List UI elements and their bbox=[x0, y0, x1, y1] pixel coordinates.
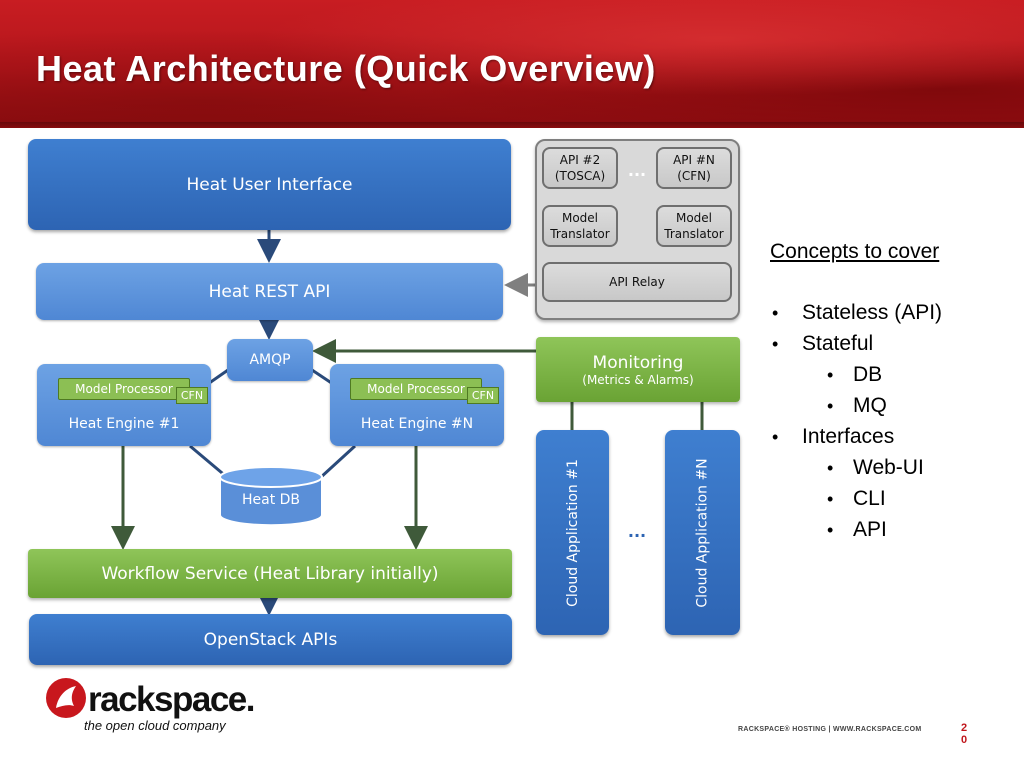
model-translator-1-box: Model Translator bbox=[542, 205, 618, 247]
concept-bullet: • bbox=[827, 396, 834, 416]
footer-text: RACKSPACE® HOSTING | WWW.RACKSPACE.COM bbox=[738, 726, 922, 733]
model-translator-2-line1: Model bbox=[675, 211, 713, 225]
api-n-box: API #N (CFN) bbox=[656, 147, 732, 189]
api-2-box: API #2 (TOSCA) bbox=[542, 147, 618, 189]
rackspace-tagline: the open cloud company bbox=[84, 718, 226, 733]
cloud-ellipsis: ... bbox=[627, 521, 647, 541]
concept-item: Stateless (API) bbox=[802, 301, 943, 324]
concept-item: DB bbox=[853, 363, 883, 386]
heat-user-interface-box: Heat User Interface bbox=[28, 139, 511, 230]
cloud-application-n-label: Cloud Application #N bbox=[694, 457, 711, 608]
concept-bullet: • bbox=[772, 334, 779, 354]
api-relay-box: API Relay bbox=[542, 262, 732, 302]
api-n-line1: API #N bbox=[673, 153, 715, 167]
cloud-application-1-box: Cloud Application #1 bbox=[536, 430, 609, 635]
workflow-service-box: Workflow Service (Heat Library initially… bbox=[28, 549, 512, 598]
model-processor-n-tag: Model Processor bbox=[350, 378, 482, 400]
heat-rest-api-box: Heat REST API bbox=[36, 263, 503, 320]
heat-engine-n-box: Heat Engine #N bbox=[330, 364, 504, 446]
connector-engine1-to-db bbox=[189, 444, 229, 480]
model-translator-1-line1: Model bbox=[561, 211, 599, 225]
title-banner bbox=[0, 0, 1024, 128]
engine-ellipsis: ... bbox=[258, 410, 282, 434]
concept-item: API bbox=[853, 518, 887, 541]
page-number: 20 bbox=[960, 722, 968, 746]
model-translator-2-line2: Translator bbox=[664, 227, 724, 241]
heat-engine-1-label: Heat Engine #1 bbox=[68, 416, 180, 432]
model-translator-2-box: Model Translator bbox=[656, 205, 732, 247]
api-n-line2: (CFN) bbox=[677, 169, 711, 183]
monitoring-box: Monitoring (Metrics & Alarms) bbox=[536, 337, 740, 402]
api-2-line1: API #2 bbox=[559, 153, 601, 167]
concept-item: Stateful bbox=[802, 332, 874, 355]
amqp-box: AMQP bbox=[227, 339, 313, 381]
model-processor-1-tag: Model Processor bbox=[58, 378, 190, 400]
heat-engine-1-box: Heat Engine #1 bbox=[37, 364, 211, 446]
heat-db-label: Heat DB bbox=[241, 492, 301, 508]
concept-item: MQ bbox=[853, 394, 887, 417]
cfn-n-tag: CFN bbox=[467, 387, 499, 404]
rackspace-wordmark: rackspace. bbox=[88, 680, 255, 719]
concept-item: CLI bbox=[853, 487, 886, 510]
model-translator-1-line2: Translator bbox=[550, 227, 610, 241]
api-2-line2: (TOSCA) bbox=[554, 169, 606, 183]
connector-engineN-to-db bbox=[318, 444, 357, 480]
api-ellipsis: ... bbox=[627, 160, 647, 180]
concept-bullet: • bbox=[827, 520, 834, 540]
rackspace-logo-icon bbox=[46, 678, 86, 718]
cfn-1-tag: CFN bbox=[176, 387, 208, 404]
concept-bullet: • bbox=[827, 365, 834, 385]
concept-bullet: • bbox=[827, 489, 834, 509]
concept-bullet: • bbox=[772, 427, 779, 447]
concept-bullet: • bbox=[827, 458, 834, 478]
openstack-apis-box: OpenStack APIs bbox=[29, 614, 512, 665]
monitoring-subtitle: (Metrics & Alarms) bbox=[582, 372, 694, 387]
concept-bullet: • bbox=[772, 303, 779, 323]
cloud-application-n-box: Cloud Application #N bbox=[665, 430, 740, 635]
concepts-heading: Concepts to cover bbox=[770, 240, 940, 263]
heat-engine-n-label: Heat Engine #N bbox=[360, 416, 474, 432]
monitoring-title: Monitoring bbox=[592, 352, 684, 373]
heat-db-cylinder-icon bbox=[219, 466, 323, 527]
page-title: Heat Architecture (Quick Overview) bbox=[36, 48, 656, 89]
concept-item: Web-UI bbox=[853, 456, 924, 479]
concept-item: Interfaces bbox=[802, 425, 895, 448]
cloud-application-1-label: Cloud Application #1 bbox=[564, 458, 581, 607]
